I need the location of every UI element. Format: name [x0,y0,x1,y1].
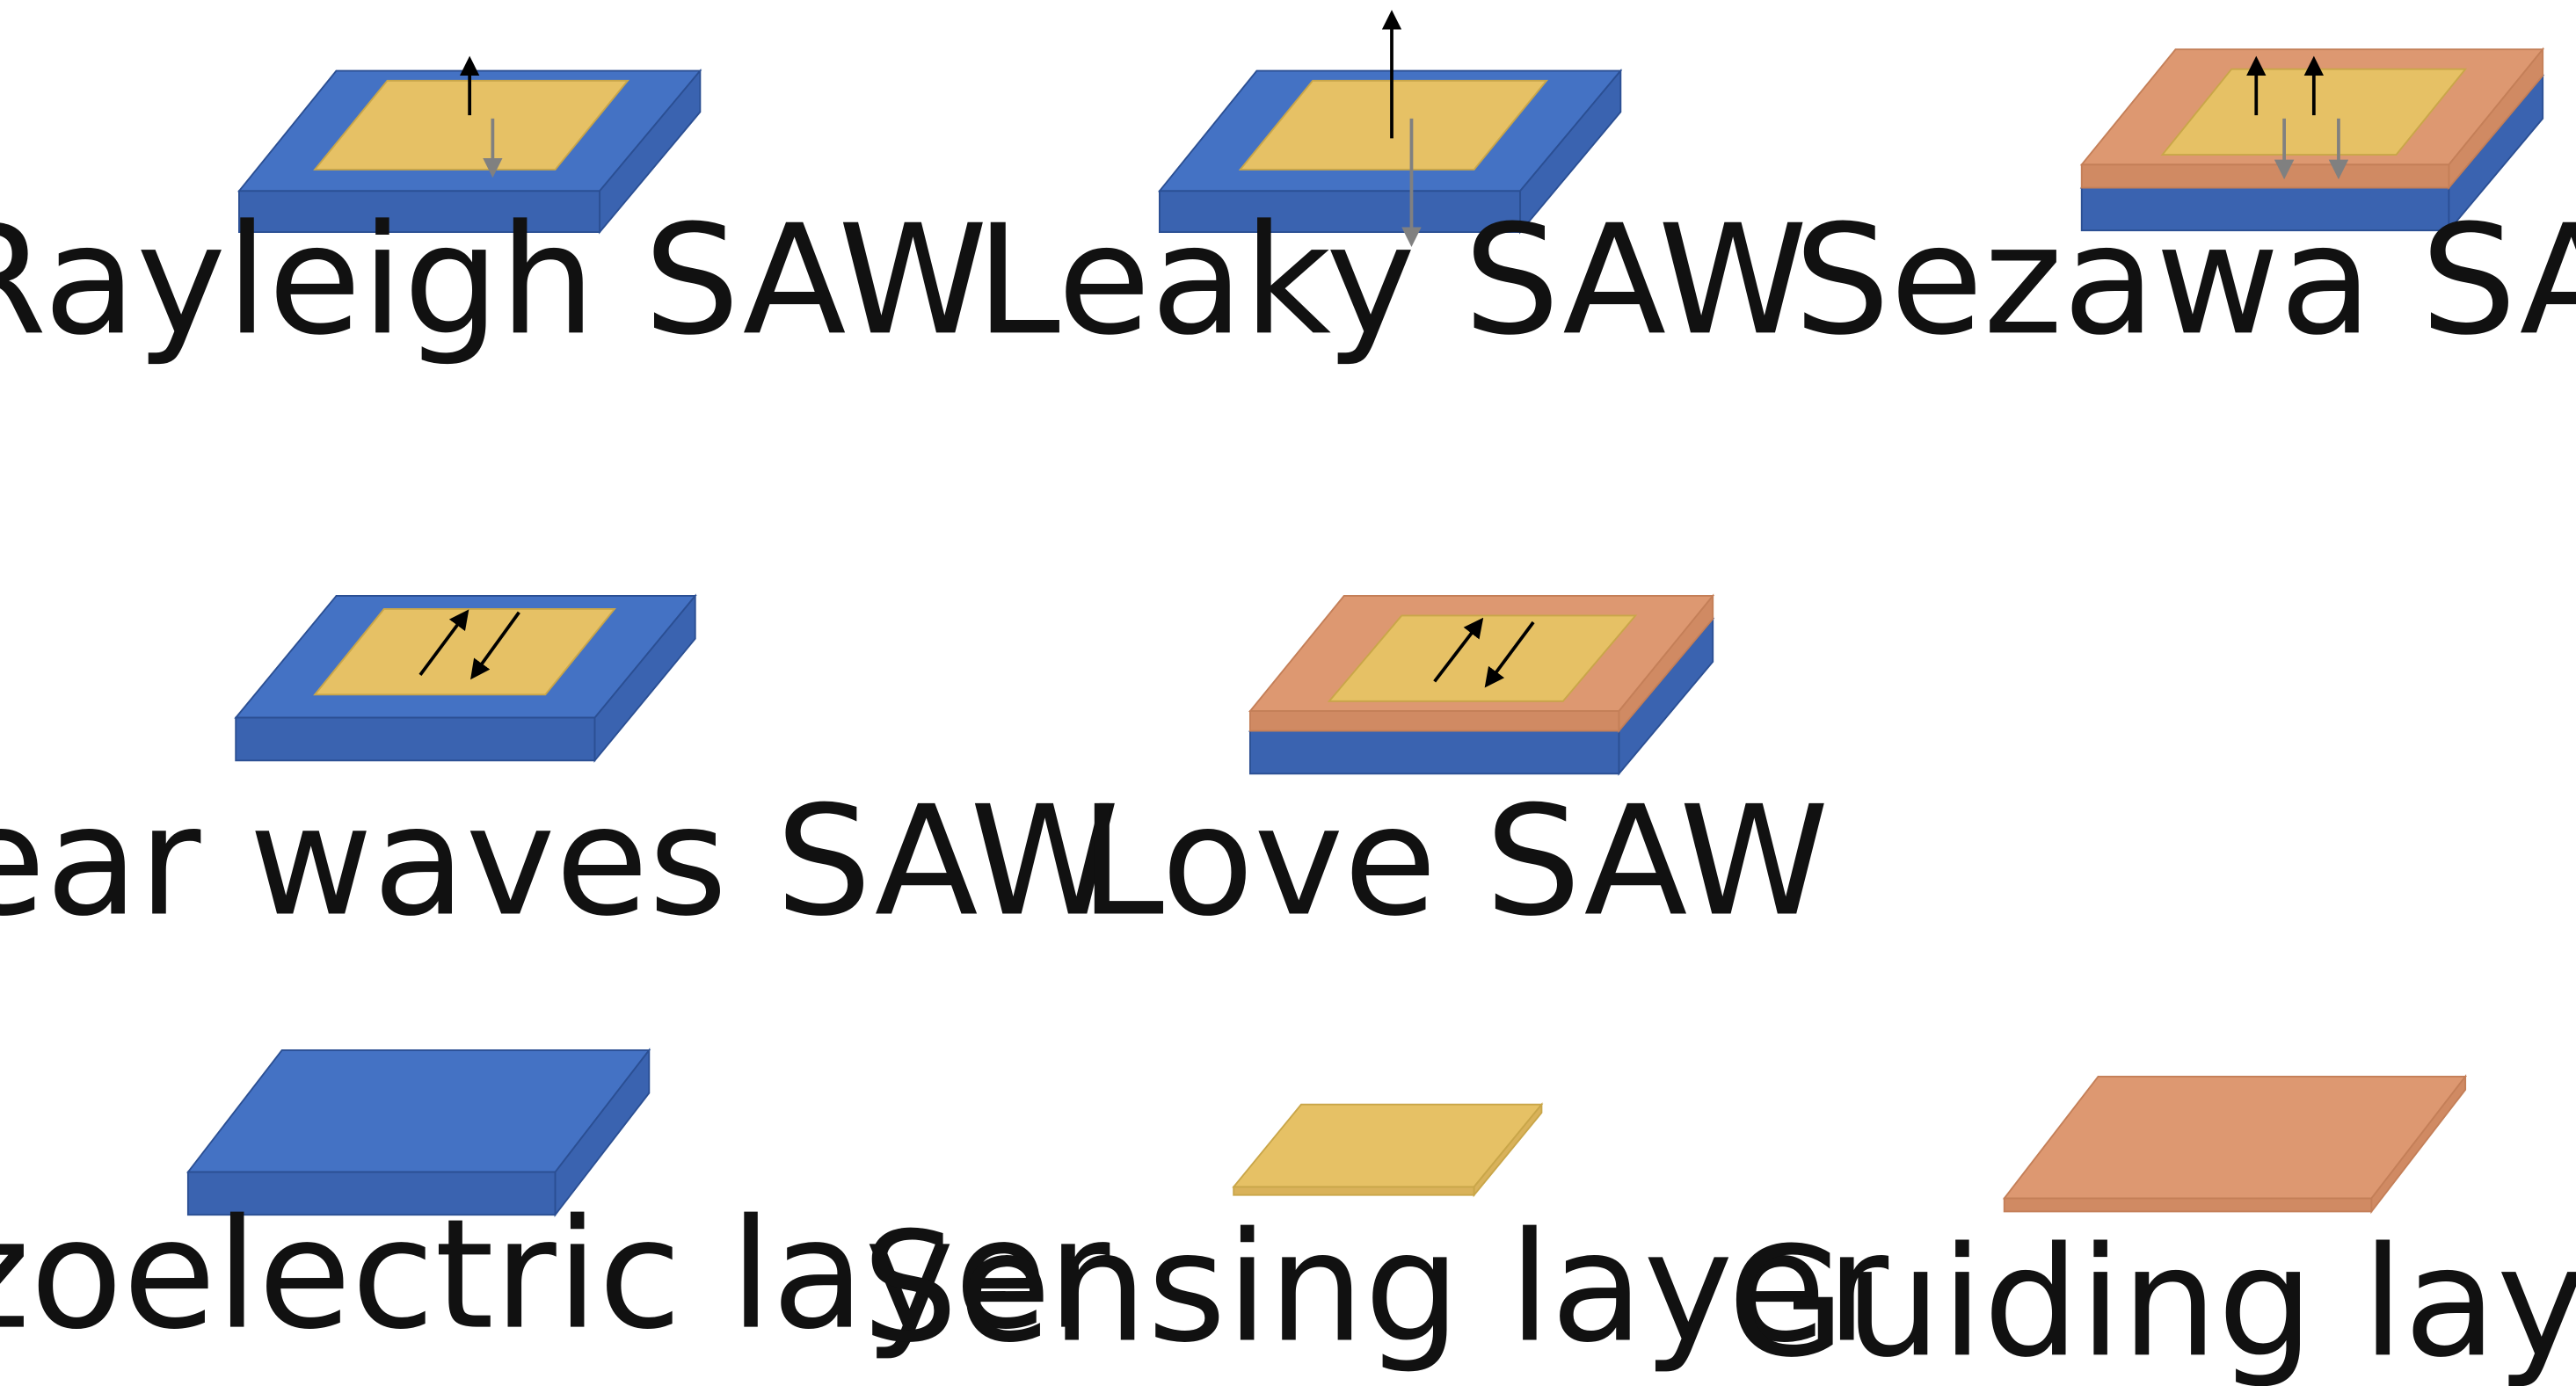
sensing-layer [313,79,629,171]
caption-sezawa-saw: Sezawa SAW [1794,192,2576,368]
arrow-icon [1484,620,1535,688]
sensing-block [1232,1103,1544,1188]
love-saw-device: Love SAW [1080,593,1829,949]
caption-rayleigh-saw: Rayleigh SAW [0,192,988,368]
caption-piezoelectric-layer: Piezoelectric layer [0,1186,1110,1363]
sensing-layer [1327,614,1638,702]
sensing-layer [313,608,616,696]
legend-sensing-layer: Sensing layer [862,1102,1888,1376]
caption-love-saw: Love SAW [1080,773,1829,949]
rayleigh-saw-device: Rayleigh SAW [0,55,988,368]
legend-piezoelectric-layer: Piezoelectric layer [0,1048,1110,1363]
sezawa-saw-device: Sezawa SAW [1794,47,2576,368]
shear-waves-saw-device: Shear waves SAW [0,593,1120,949]
leaky-saw-device: Leaky SAW [976,10,1808,368]
caption-shear-waves-saw: Shear waves SAW [0,773,1120,949]
arrow-icon [1433,617,1484,683]
caption-guiding-layer: Guiding layer [1728,1214,2576,1386]
arrow-icon [418,609,469,677]
caption-sensing-layer: Sensing layer [862,1200,1888,1376]
legend-guiding-layer: Guiding layer [1728,1074,2576,1386]
caption-leaky-saw: Leaky SAW [976,192,1808,368]
arrow-icon [470,611,520,680]
